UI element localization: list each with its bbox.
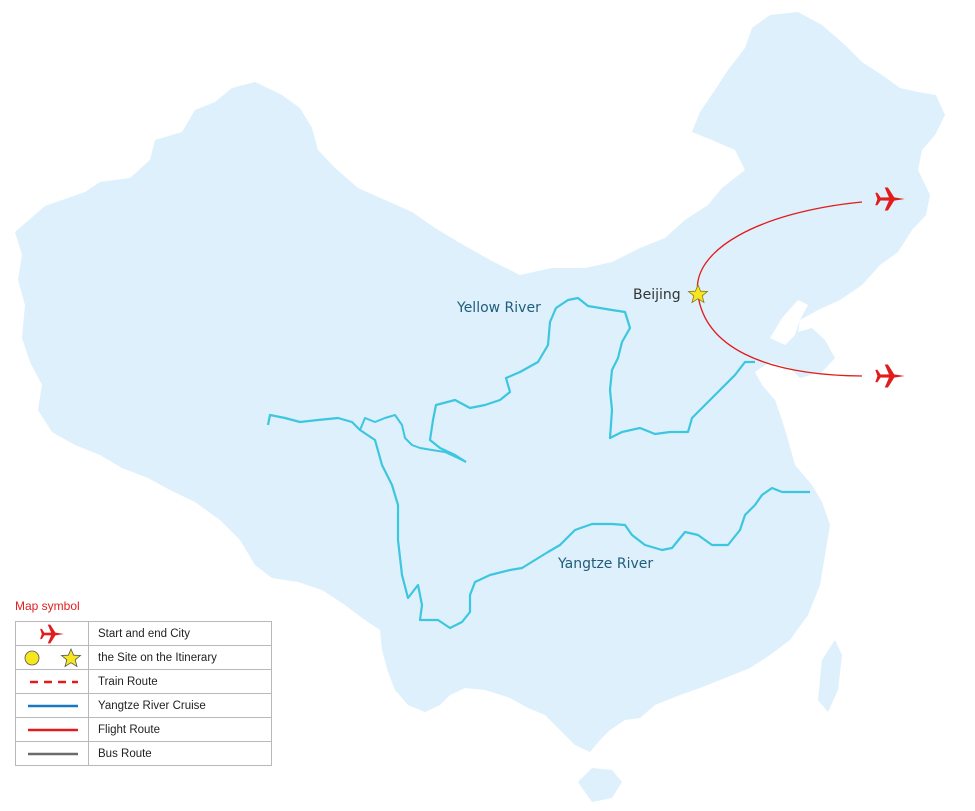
beijing-star-icon bbox=[687, 283, 709, 304]
legend-row: the Site on the Itinerary bbox=[15, 645, 272, 670]
yangtze-river bbox=[266, 413, 810, 630]
legend-row: Bus Route bbox=[15, 741, 272, 766]
legend-row: Start and end City bbox=[15, 621, 272, 646]
legend-title: Map symbol bbox=[15, 599, 80, 613]
legend-label: Yangtze River Cruise bbox=[88, 693, 272, 718]
legend-row: Train Route bbox=[15, 669, 272, 694]
legend-row: Yangtze River Cruise bbox=[15, 693, 272, 718]
legend-row: Flight Route bbox=[15, 717, 272, 742]
legend-label: the Site on the Itinerary bbox=[88, 645, 272, 670]
legend-label: Train Route bbox=[88, 669, 272, 694]
yellow-river bbox=[428, 296, 755, 463]
gray-line-icon bbox=[28, 752, 78, 755]
hainan-island bbox=[578, 768, 622, 802]
yangtze-tributary bbox=[359, 414, 467, 463]
yellow-river-label: Yellow River bbox=[457, 300, 541, 316]
legend-label: Bus Route bbox=[88, 741, 272, 766]
china-mainland bbox=[15, 12, 945, 752]
beijing-label: Beijing bbox=[633, 287, 681, 303]
bohai-sea bbox=[770, 300, 808, 345]
start-plane-icon bbox=[875, 187, 905, 211]
taiwan-island bbox=[818, 640, 842, 712]
red-line-icon bbox=[28, 728, 78, 731]
legend-label: Start and end City bbox=[88, 621, 272, 646]
dashed-red-line-icon bbox=[30, 680, 78, 683]
circle-and-star-icon bbox=[24, 647, 82, 667]
end-plane-icon bbox=[875, 364, 905, 388]
plane-icon bbox=[40, 624, 64, 643]
blue-line-icon bbox=[28, 704, 78, 707]
legend-label: Flight Route bbox=[88, 717, 272, 742]
yangtze-river-label: Yangtze River bbox=[558, 556, 654, 572]
map-legend: Start and end City the Site on the Itine… bbox=[15, 621, 272, 766]
